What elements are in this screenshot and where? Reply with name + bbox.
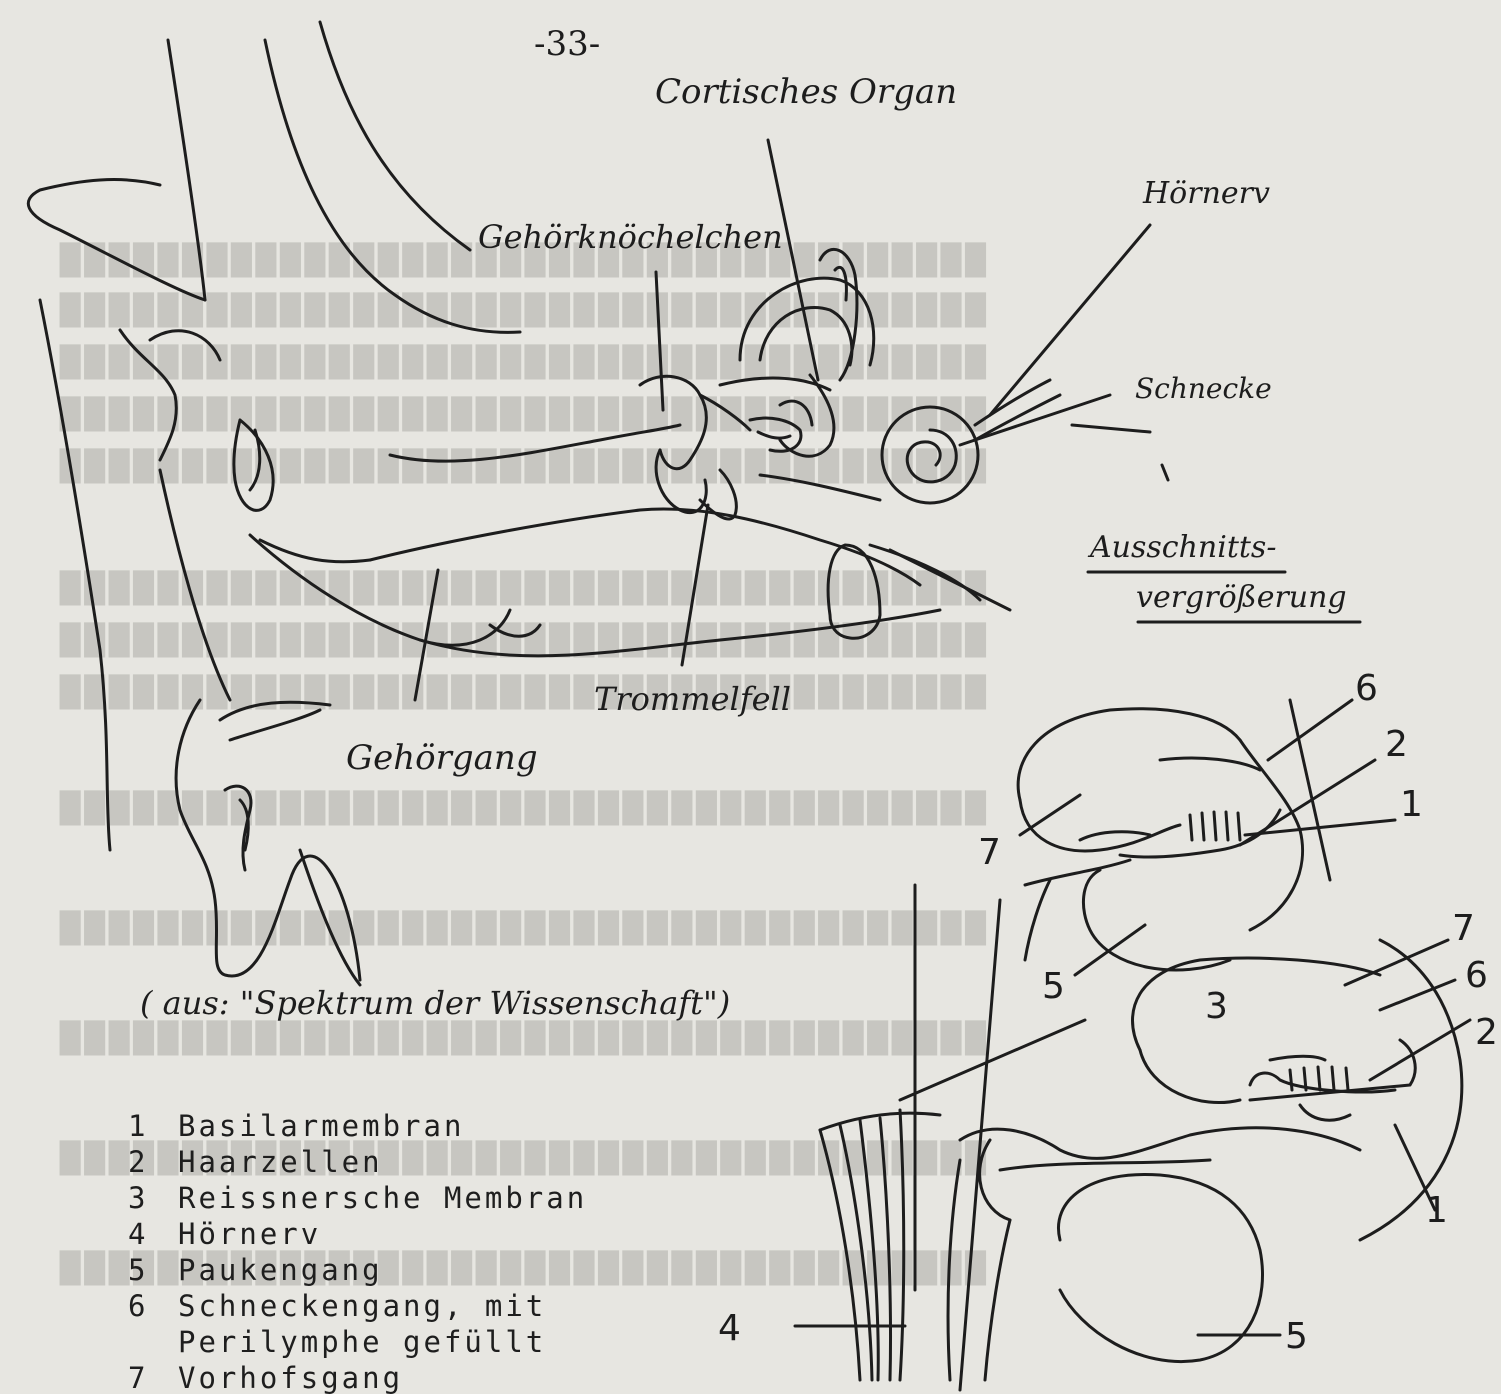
legend-text: Basilarmembran: [178, 1108, 464, 1144]
auricle-outline: [28, 22, 520, 985]
detail-number-6-right: 6: [1465, 955, 1488, 996]
legend-number: 7: [128, 1360, 178, 1394]
detail-number-2-right: 2: [1475, 1012, 1498, 1053]
detail-number-3-mid: 3: [1205, 986, 1228, 1027]
page-number: -33-: [534, 24, 600, 64]
detail-number-7-right: 7: [1452, 908, 1475, 949]
detail-number-1-bottom: 1: [1425, 1190, 1448, 1231]
detail-number-5-mid: 5: [1042, 966, 1065, 1007]
detail-number-2-top: 2: [1385, 724, 1408, 765]
legend-number: 5: [128, 1252, 178, 1288]
detail-number-4-left: 4: [718, 1308, 741, 1349]
legend-text: Paukengang: [178, 1252, 383, 1288]
label-ausschnitt-line1: Ausschnitts-: [1090, 530, 1276, 565]
legend-text: Reissnersche Membran: [178, 1180, 587, 1216]
legend-text: Hörnerv: [178, 1216, 321, 1252]
legend-text: Vorhofsgang: [178, 1360, 403, 1394]
detail-number-7-left: 7: [978, 832, 1001, 873]
legend-number: 1: [128, 1108, 178, 1144]
source-citation: ( aus: "Spektrum der Wissenschaft"): [140, 984, 730, 1022]
detail-number-1-top: 1: [1400, 784, 1423, 825]
ossicles: [640, 272, 801, 665]
label-schnecke: Schnecke: [1135, 372, 1272, 405]
detail-number-5-bottom: 5: [1285, 1316, 1308, 1357]
label-ausschnitt-line2: vergrößerung: [1136, 580, 1347, 615]
legend-number: 4: [128, 1216, 178, 1252]
detail-enlargement-drawing: [795, 700, 1470, 1390]
label-gehoerknoechelchen: Gehörknöchelchen: [478, 218, 783, 256]
legend-number: 2: [128, 1144, 178, 1180]
label-cortisches-organ: Cortisches Organ: [655, 72, 957, 112]
legend-number: 3: [128, 1180, 178, 1216]
legend-text: Haarzellen: [178, 1144, 383, 1180]
label-gehoergang: Gehörgang: [346, 738, 538, 778]
detail-number-6-top: 6: [1355, 668, 1378, 709]
legend-text: Schneckengang, mit Perilymphe gefüllt: [178, 1288, 546, 1360]
legend-number: 6: [128, 1288, 178, 1360]
label-hoernerv: Hörnerv: [1143, 176, 1270, 211]
label-trommelfell: Trommelfell: [594, 680, 791, 718]
